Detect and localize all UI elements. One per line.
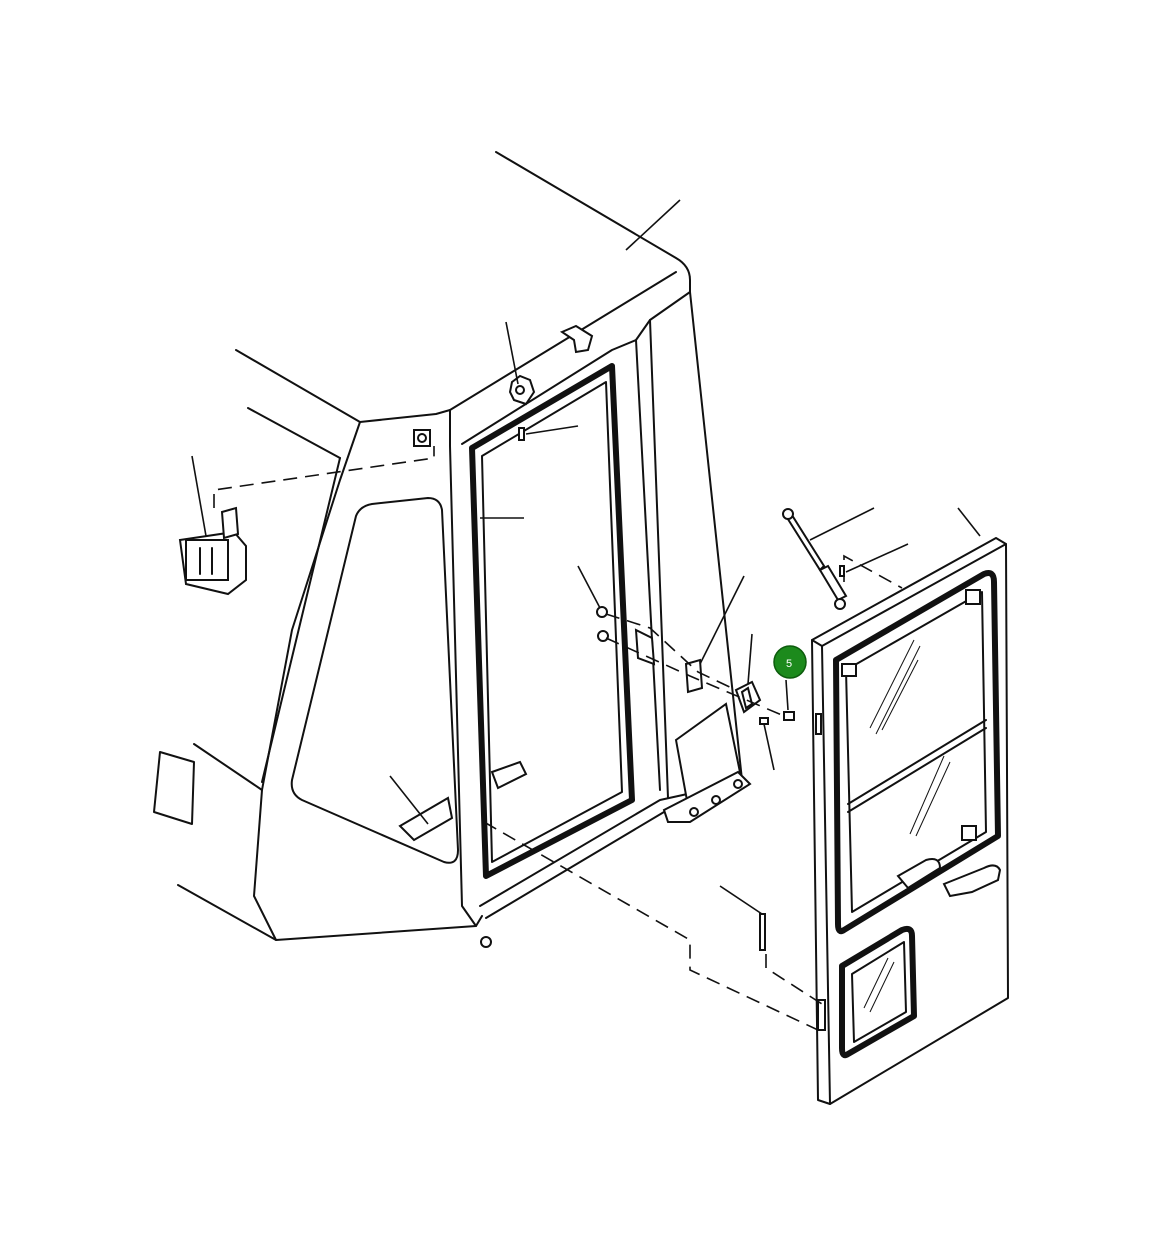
cab-roof <box>235 151 691 459</box>
callout-circle[interactable] <box>773 645 807 679</box>
nuts <box>596 606 609 642</box>
assembly-lines <box>213 446 903 1031</box>
work-lamp <box>178 506 247 596</box>
cab-body <box>153 421 483 941</box>
leader-lines <box>191 199 981 915</box>
bottom-nut <box>480 936 492 948</box>
cab-hinge-bracket <box>634 628 752 823</box>
callout-label: 5 <box>786 658 792 670</box>
corner-lamp-bracket <box>413 429 431 447</box>
callout-marker-5[interactable]: 5 <box>773 645 807 679</box>
grab-handle <box>398 760 528 842</box>
roof-latch <box>559 324 594 354</box>
cab-door-frame <box>449 291 743 927</box>
gas-strut <box>782 508 848 610</box>
rotary-knob <box>508 374 536 406</box>
door-hinge-parts <box>734 680 795 951</box>
screw <box>518 427 525 441</box>
cab-door <box>811 537 1009 1105</box>
